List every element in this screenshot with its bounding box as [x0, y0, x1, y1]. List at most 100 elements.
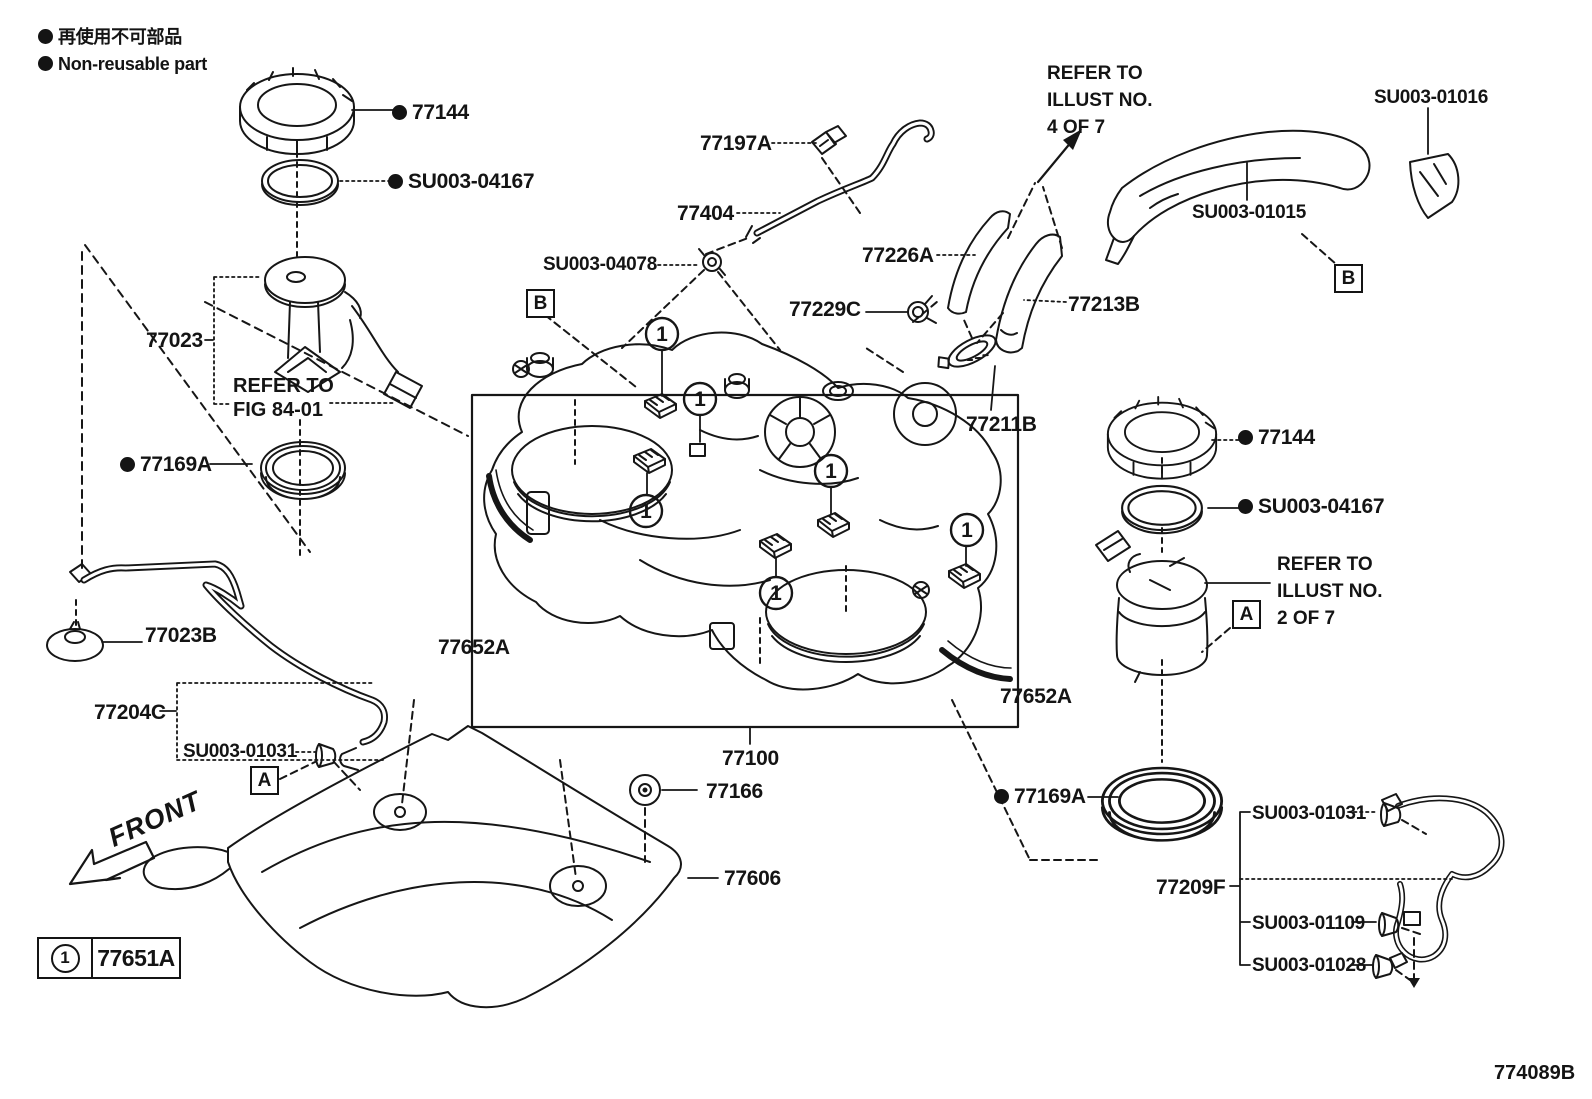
non-reusable-dot: [1238, 499, 1253, 514]
filler-clamp-drawing: [937, 334, 997, 370]
circled-one-marker: 1: [825, 460, 837, 483]
pipe-leaders: [657, 142, 817, 266]
pipe-dashes: [544, 157, 861, 388]
tube-leaders: [101, 641, 177, 712]
marker-a-left: A: [250, 766, 279, 795]
fuel-filter-drawing: [1095, 530, 1209, 683]
tube-clamp-left-drawing: [315, 743, 337, 768]
fuel-tank-drawing: [483, 331, 1002, 691]
protector-leaders: [1246, 107, 1429, 201]
fuel-pump-drawing: [264, 256, 423, 409]
label-tank-band-left: 77652A: [438, 636, 510, 659]
front-arrow: [68, 840, 156, 886]
non-reusable-dot: [120, 457, 135, 472]
label-tube-grommet: 77023B: [145, 624, 217, 647]
plate-gasket-left-drawing: [261, 159, 339, 206]
marker-a-right: A: [1232, 600, 1261, 629]
legend-note-jp: 再使用不可部品: [38, 28, 182, 47]
tank-box: [470, 393, 1020, 729]
label-fuel-tube-set: 77204C: [94, 701, 166, 724]
legend-part-number: 77651A: [97, 944, 175, 971]
label-pipe-clip: 77197A: [700, 132, 772, 155]
circled-markers: 1 1 1 1 1 1: [628, 316, 985, 611]
label-hose-clamp-right: SU003-01031: [1252, 803, 1366, 824]
circled-one-marker: 1: [640, 500, 652, 523]
label-shield-grommet: 77166: [706, 780, 763, 803]
pipe-set-dashes: [1395, 819, 1427, 981]
protector-dash: [1301, 233, 1337, 265]
tank-centerlines: [574, 399, 847, 669]
label-filler-protector: SU003-01015: [1192, 202, 1306, 223]
illust4-arrow-line: [1036, 139, 1074, 184]
label-breather-clamp: 77229C: [789, 298, 861, 321]
non-reusable-dot: [38, 29, 53, 44]
label-pipe-clamp: SU003-04078: [543, 254, 657, 275]
pump-centerline: [296, 141, 301, 561]
tank-band-left-drawing: [486, 469, 534, 543]
label-lock-ring-right: 77144: [1238, 426, 1315, 449]
marker-b-left: B: [526, 289, 555, 318]
filter-leaders: [1087, 507, 1271, 798]
note-refer-fig: REFER TO FIG 84-01: [233, 375, 334, 421]
filter-dashes: [951, 627, 1231, 861]
non-reusable-dot: [994, 789, 1009, 804]
legend-en-text: Non-reusable part: [58, 54, 207, 74]
hose-dot-leaders: [936, 254, 1067, 303]
tube-clamp-dashes: [279, 761, 361, 791]
tank-protector-drawing: [142, 725, 682, 1009]
legend-note-en: Non-reusable part: [38, 55, 207, 74]
filler-hose-drawing: [995, 233, 1063, 354]
plate-gasket-right-drawing: [1121, 484, 1203, 535]
circled-one-marker: 1: [770, 582, 782, 605]
label-tank-seal-right: 77169A: [994, 785, 1086, 808]
tank-clips: [633, 349, 981, 589]
pipe-set-bracket: [1229, 811, 1377, 966]
shield-grommet-drawing: [629, 774, 661, 806]
non-reusable-dot: [1238, 430, 1253, 445]
non-reusable-dot: [388, 174, 403, 189]
tube-grommet-drawing: [46, 621, 104, 662]
breather-clamp-drawing: [907, 295, 937, 324]
label-fuel-pump: 77023: [146, 329, 203, 352]
label-plate-gasket-left: SU003-04167: [388, 170, 535, 193]
pipe-clip-drawing: [811, 125, 847, 155]
tank-seal-left-drawing: [260, 441, 346, 500]
label-filler-hose: 77213B: [1068, 293, 1140, 316]
shield-leaders: [661, 789, 719, 879]
protector-clip-drawing: [1409, 153, 1460, 219]
label-fuel-pipe-set: 77209F: [1156, 876, 1226, 899]
tank-seal-right-drawing: [1100, 766, 1224, 842]
shield-dashes: [401, 699, 646, 879]
label-filler-clamp: 77211B: [966, 413, 1037, 436]
circled-one-legend: 1: [50, 943, 80, 973]
label-tank-band-right: 77652A: [1000, 685, 1072, 708]
label-tank-seal-left: 77169A: [120, 453, 212, 476]
non-reusable-dot: [392, 105, 407, 120]
label-pipe-clamp-c: SU003-01028: [1252, 955, 1366, 976]
legend-box: 1 77651A: [37, 937, 181, 979]
circled-one-marker: 1: [694, 388, 706, 411]
illust4-arrowhead: [1063, 129, 1082, 150]
breather-hose-drawing: [947, 210, 1011, 315]
label-plate-gasket-right: SU003-04167: [1238, 495, 1385, 518]
circled-one-marker: 1: [656, 323, 668, 346]
pump-bracket: [213, 276, 395, 405]
label-protector-clip: SU003-01016: [1374, 87, 1488, 108]
label-pipe-clamp-b: SU003-01109: [1252, 913, 1365, 934]
label-tube-clamp-left: SU003-01031: [183, 741, 297, 762]
marker-b-right: B: [1334, 264, 1363, 293]
pipe-clamp-drawing: [698, 248, 726, 276]
pipe-set-arrowhead: [1408, 978, 1420, 988]
label-fuel-tank: 77100: [722, 747, 779, 770]
filler-protector-drawing: [1105, 129, 1371, 265]
hose-dashes: [865, 182, 1063, 373]
tank-band-right-drawing: [939, 640, 1013, 682]
fuel-tube-drawing: [69, 560, 388, 771]
hose-leaders: [865, 311, 996, 411]
breather-pipe-drawing: [745, 119, 935, 244]
tube-set-bracket: [176, 682, 384, 761]
legend-jp-text: 再使用不可部品: [58, 27, 182, 47]
left-dashed-leaders: [81, 244, 469, 569]
